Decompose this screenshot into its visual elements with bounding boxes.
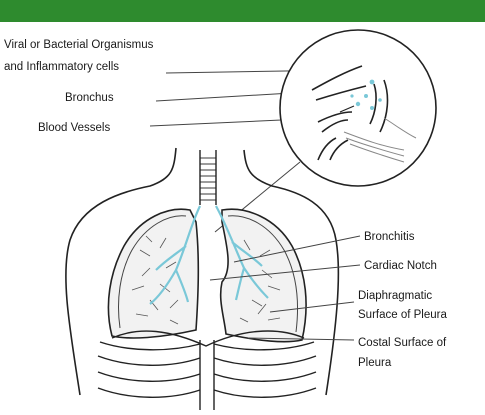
label-bronchitis: Bronchitis bbox=[364, 231, 415, 243]
label-organisms-line1: Viral or Bacterial Organismus bbox=[4, 39, 154, 51]
label-cardiac-notch: Cardiac Notch bbox=[364, 260, 437, 272]
label-bronchus: Bronchus bbox=[65, 92, 114, 104]
label-diaphragmatic-line2: Surface of Pleura bbox=[358, 309, 447, 321]
label-costal-line2: Pleura bbox=[358, 357, 392, 369]
magnifier-circle bbox=[280, 30, 436, 186]
rib-cage bbox=[98, 340, 316, 410]
label-costal-line1: Costal Surface of bbox=[358, 337, 447, 349]
left-lung bbox=[216, 206, 306, 342]
label-diaphragmatic-line1: Diaphragmatic bbox=[358, 290, 432, 302]
right-lung bbox=[108, 206, 200, 338]
label-blood-vessels: Blood Vessels bbox=[38, 122, 110, 134]
label-organisms-line2: and Inflammatory cells bbox=[4, 61, 119, 73]
trachea bbox=[200, 150, 216, 205]
